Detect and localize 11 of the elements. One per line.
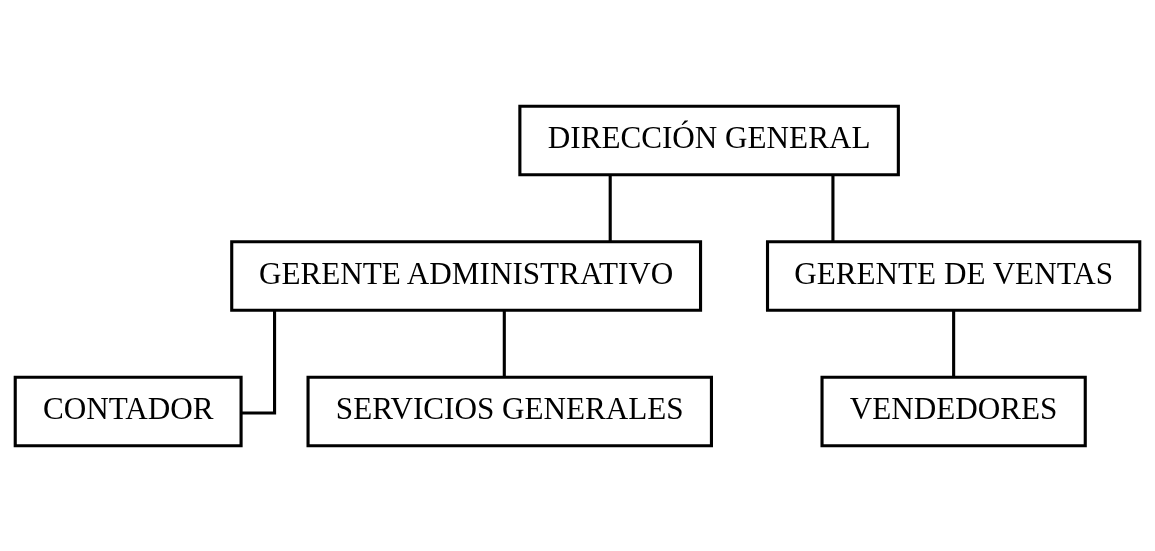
connector xyxy=(831,174,835,242)
node-box: GERENTE DE VENTAS xyxy=(765,239,1142,312)
node-box: CONTADOR xyxy=(13,375,243,447)
node-box: GERENTE ADMINISTRATIVO xyxy=(230,239,703,312)
connector xyxy=(952,310,956,377)
connector xyxy=(502,310,506,377)
connector xyxy=(608,174,612,242)
node-box: VENDEDORES xyxy=(820,375,1087,447)
node-box: DIRECCIÓN GENERAL xyxy=(518,104,900,176)
connector xyxy=(241,310,277,415)
node-box: SERVICIOS GENERALES xyxy=(306,375,713,447)
